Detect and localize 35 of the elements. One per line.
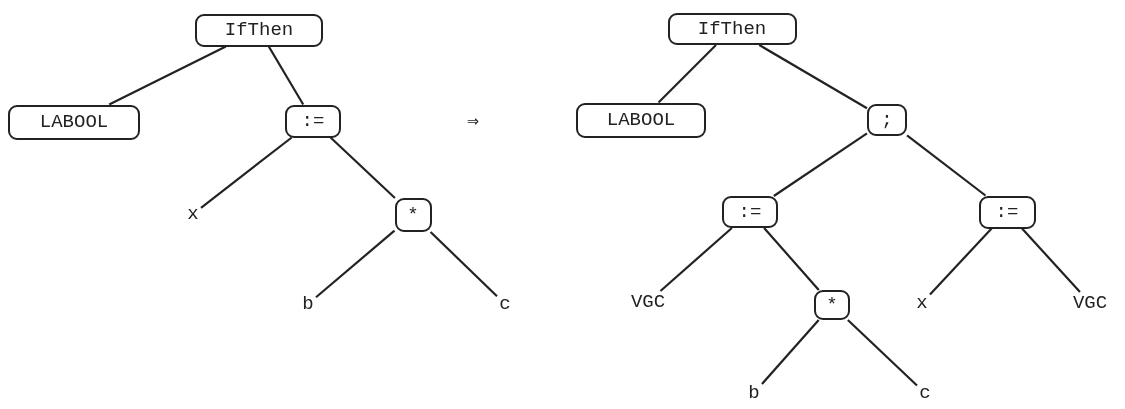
tree-edge-line (847, 319, 918, 387)
tree-edge-line (763, 227, 820, 291)
tree-edge-line (758, 44, 868, 110)
tree-edge-line (315, 229, 396, 299)
tree-edge-line (429, 231, 498, 298)
leaf-label: b (300, 293, 316, 315)
tree-edge-line (929, 227, 993, 296)
operator-node: * (814, 290, 850, 320)
leaf-label: x (914, 292, 930, 314)
leaf-label: VGC (625, 291, 671, 313)
leaf-label: b (746, 382, 762, 404)
operator-node: ; (867, 104, 907, 136)
operator-node: * (394, 198, 432, 232)
tree-edge-line (200, 136, 293, 209)
leaf-label: c (917, 382, 933, 404)
tree-edge-line (1021, 227, 1081, 293)
leaf-label: VGC (1067, 292, 1113, 314)
tree-edge-line (773, 132, 868, 197)
operator-node: LABOOL (576, 102, 706, 138)
tree-edge-line (906, 134, 987, 197)
tree-edge-line (329, 136, 396, 199)
leaf-label: c (497, 293, 513, 315)
tree-edge-line (108, 45, 227, 106)
operator-node: := (722, 196, 778, 228)
leaf-label: x (185, 203, 201, 225)
tree-edge-line (761, 319, 820, 385)
operator-node: IfThen (667, 13, 797, 45)
operator-node: LABOOL (8, 104, 140, 140)
tree-edge-line (657, 44, 717, 104)
transformation-arrow-symbol: ⇒ (467, 109, 480, 133)
operator-node: IfThen (195, 13, 323, 47)
operator-node: := (978, 195, 1036, 229)
operator-node: := (285, 104, 341, 138)
tree-edge-line (267, 45, 305, 106)
tree-edge-line (659, 227, 733, 292)
